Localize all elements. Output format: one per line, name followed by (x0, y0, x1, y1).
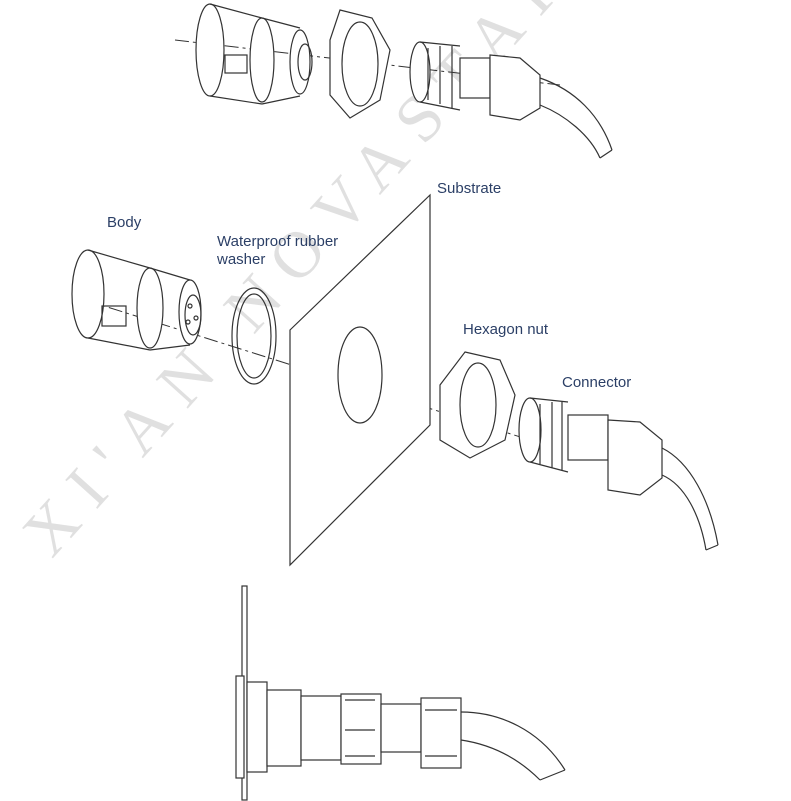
label-body: Body (107, 214, 142, 231)
middle-assembly (71, 193, 719, 567)
bottom-assembly (235, 585, 566, 801)
label-substrate: Substrate (437, 180, 502, 197)
middle-connector (518, 397, 719, 551)
middle-body (71, 249, 202, 351)
label-connector: Connector (562, 374, 632, 391)
middle-washer (231, 287, 277, 385)
top-assembly (174, 3, 613, 159)
top-connector (409, 41, 613, 159)
middle-substrate (289, 193, 431, 567)
label-hexagon-nut: Hexagon nut (463, 321, 549, 338)
label-washer-line1: Waterproof rubber (217, 233, 339, 250)
middle-hex-nut (439, 351, 516, 459)
top-hex-nut (329, 9, 391, 119)
top-body (195, 3, 313, 105)
label-washer-line2: washer (217, 251, 266, 268)
